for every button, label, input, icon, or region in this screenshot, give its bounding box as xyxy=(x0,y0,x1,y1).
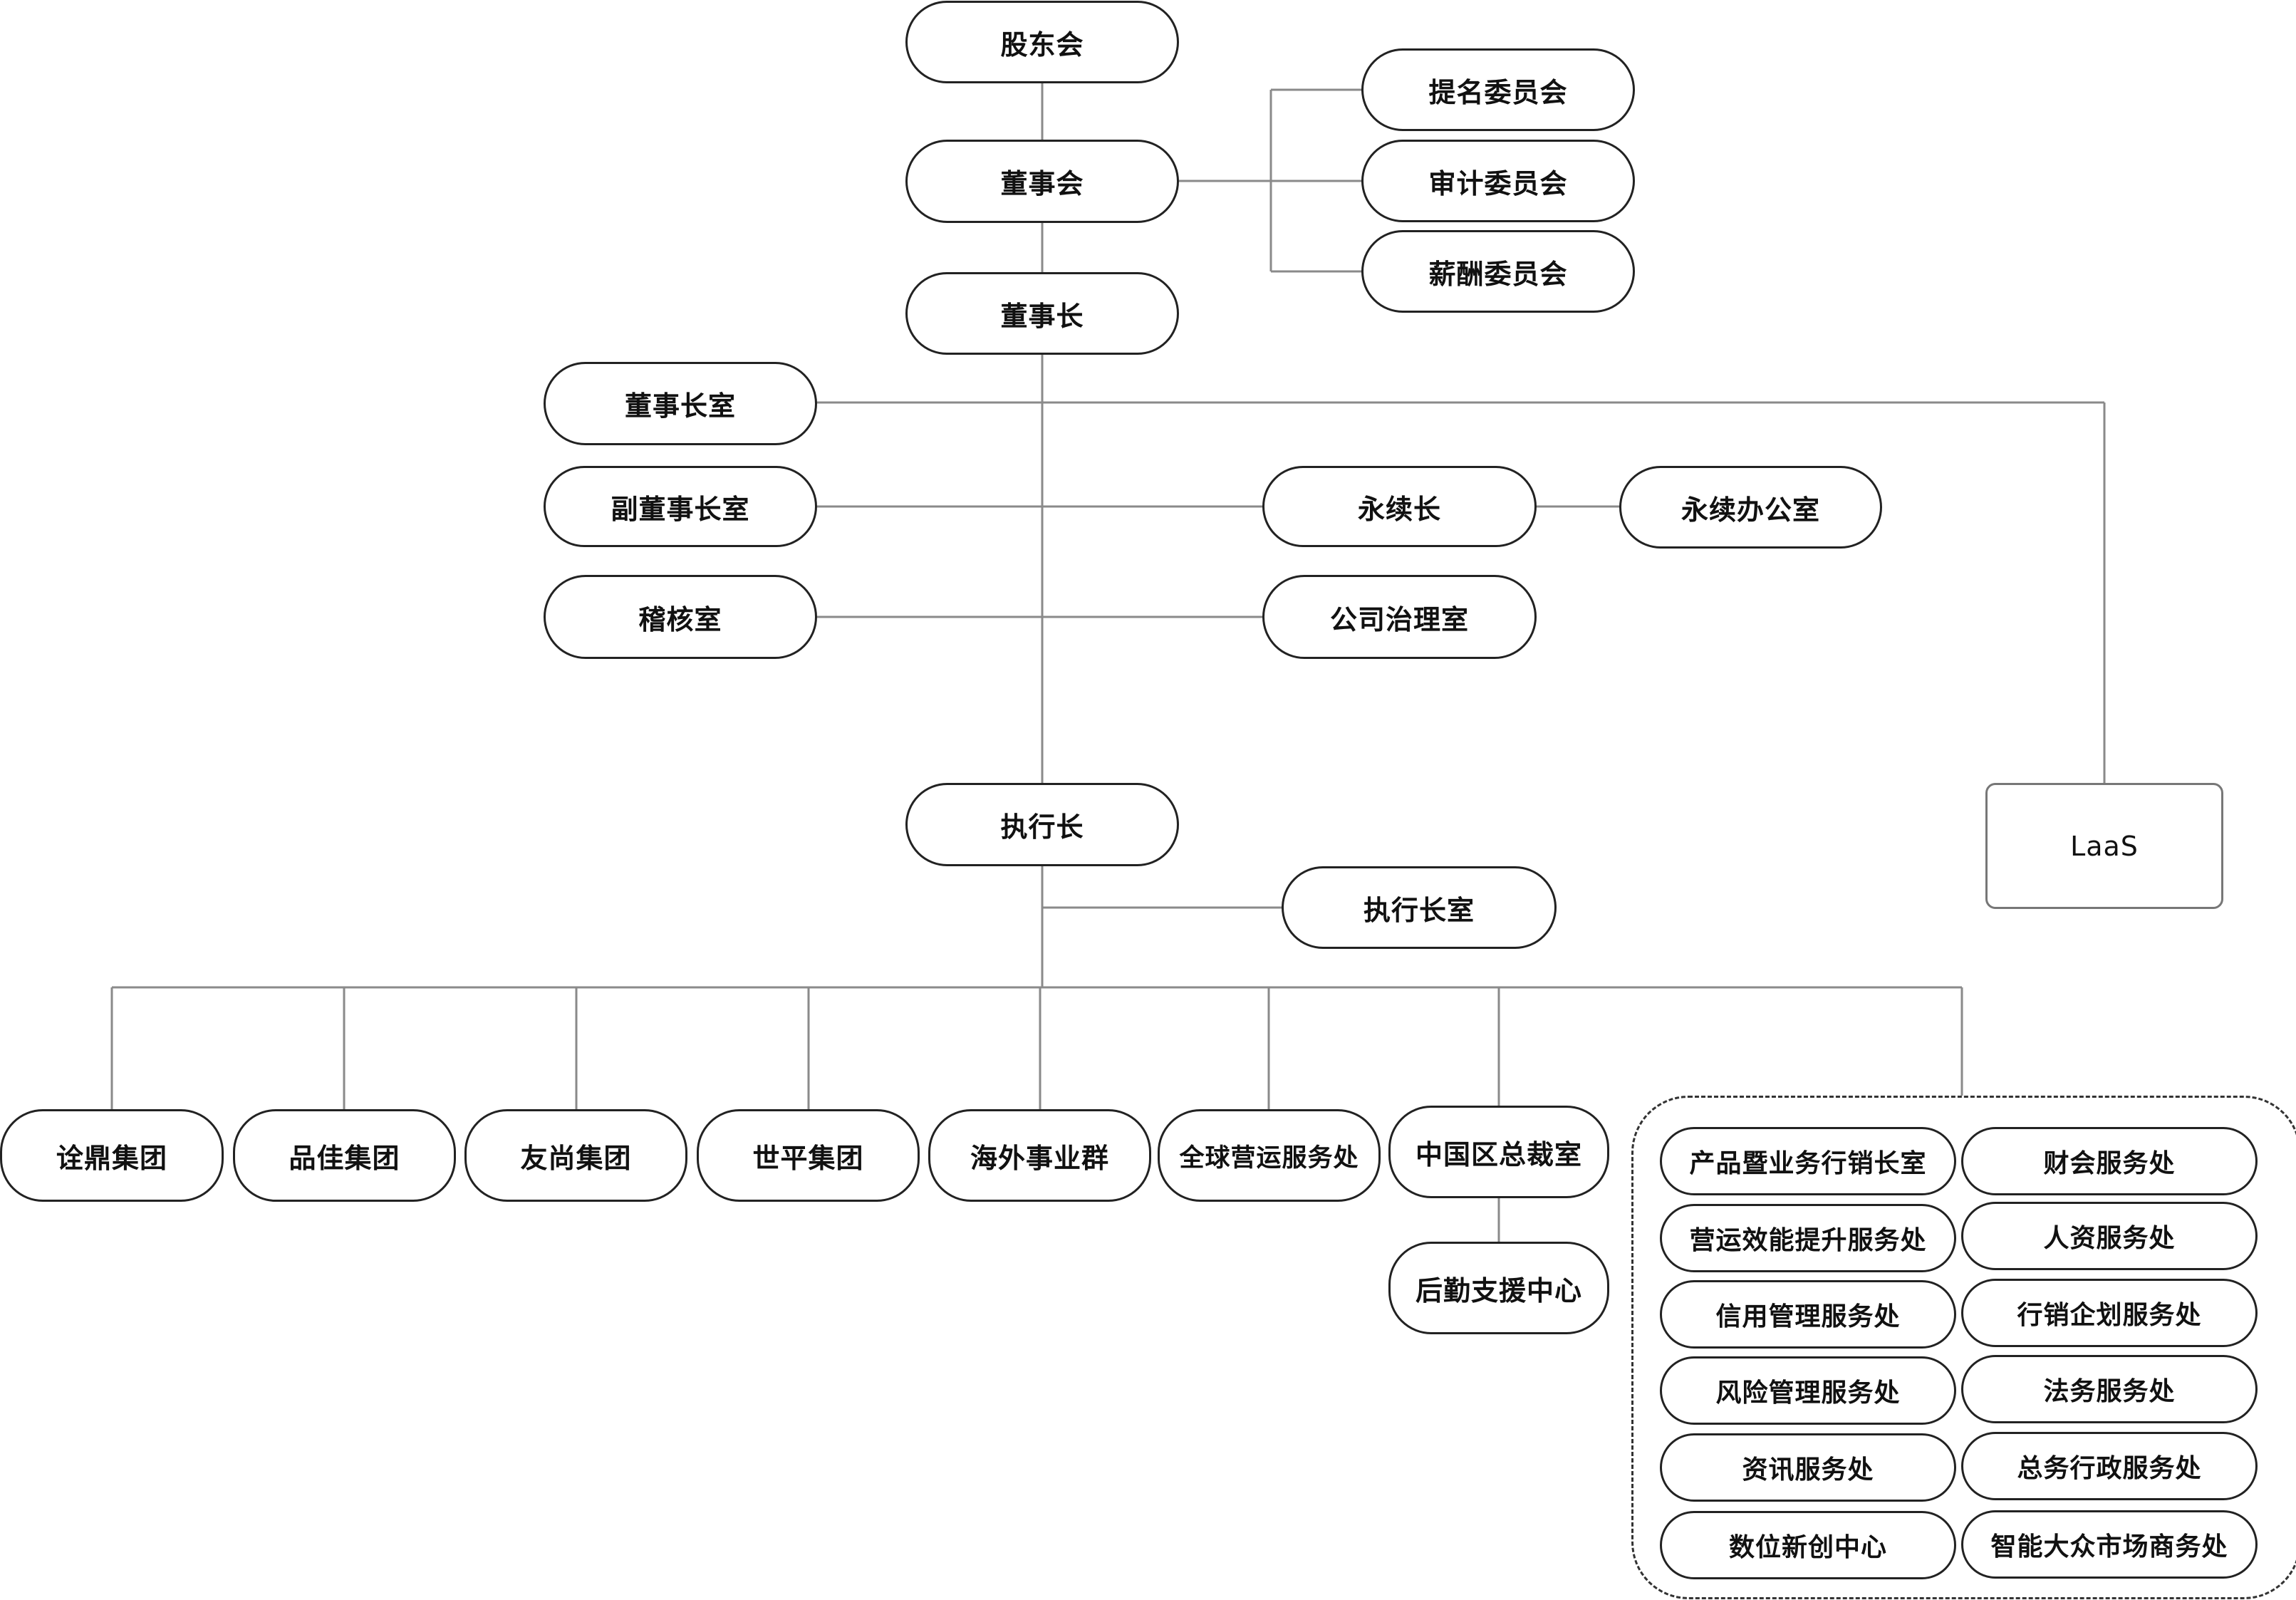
group-node: 世平集团 xyxy=(697,1109,920,1202)
service-unit-node: 总务行政服务处 xyxy=(1961,1432,2258,1500)
service-unit-node: 信用管理服务处 xyxy=(1660,1280,1956,1349)
service-unit-node: 风险管理服务处 xyxy=(1660,1356,1956,1425)
board-of-directors-node: 董事会 xyxy=(905,140,1179,223)
service-unit-node: 资讯服务处 xyxy=(1660,1433,1956,1502)
chairman-node: 董事长 xyxy=(905,272,1179,355)
service-unit-node: 智能大众市场商务处 xyxy=(1961,1510,2258,1579)
service-unit-node: 营运效能提升服务处 xyxy=(1660,1204,1956,1272)
group-node: 全球营运服务处 xyxy=(1158,1109,1381,1202)
group-node: 品佳集团 xyxy=(233,1109,456,1202)
service-unit-node: 人资服务处 xyxy=(1961,1202,2258,1270)
group-node: 中国区总裁室 xyxy=(1388,1106,1609,1198)
ceo-node: 执行长 xyxy=(905,783,1179,866)
ceo-office-node: 执行长室 xyxy=(1282,866,1557,949)
vice-chairman-office-node: 副董事长室 xyxy=(544,466,817,547)
shareholders-meeting-node: 股东会 xyxy=(905,1,1179,83)
group-node: 诠鼎集团 xyxy=(0,1109,224,1202)
service-units-group xyxy=(1631,1096,2296,1599)
laas-node: LaaS xyxy=(1985,783,2223,909)
nomination-committee-node: 提名委员会 xyxy=(1361,48,1635,131)
compensation-committee-node: 薪酬委员会 xyxy=(1361,230,1635,313)
service-unit-node: 产品暨业务行销长室 xyxy=(1660,1127,1956,1195)
service-unit-node: 财会服务处 xyxy=(1961,1127,2258,1195)
group-node: 友尚集团 xyxy=(464,1109,687,1202)
sustainability-chief-node: 永续长 xyxy=(1262,466,1537,547)
audit-office-node: 稽核室 xyxy=(544,575,817,659)
audit-committee-node: 审计委员会 xyxy=(1361,140,1635,222)
sustainability-office-node: 永续办公室 xyxy=(1619,466,1882,549)
corporate-governance-office-node: 公司治理室 xyxy=(1262,575,1537,659)
logistics-support-center-node: 后勤支援中心 xyxy=(1388,1242,1609,1334)
chairman-office-node: 董事长室 xyxy=(544,362,817,445)
service-unit-node: 行销企划服务处 xyxy=(1961,1279,2258,1347)
service-unit-node: 数位新创中心 xyxy=(1660,1511,1956,1579)
group-node: 海外事业群 xyxy=(928,1109,1151,1202)
service-unit-node: 法务服务处 xyxy=(1961,1355,2258,1423)
